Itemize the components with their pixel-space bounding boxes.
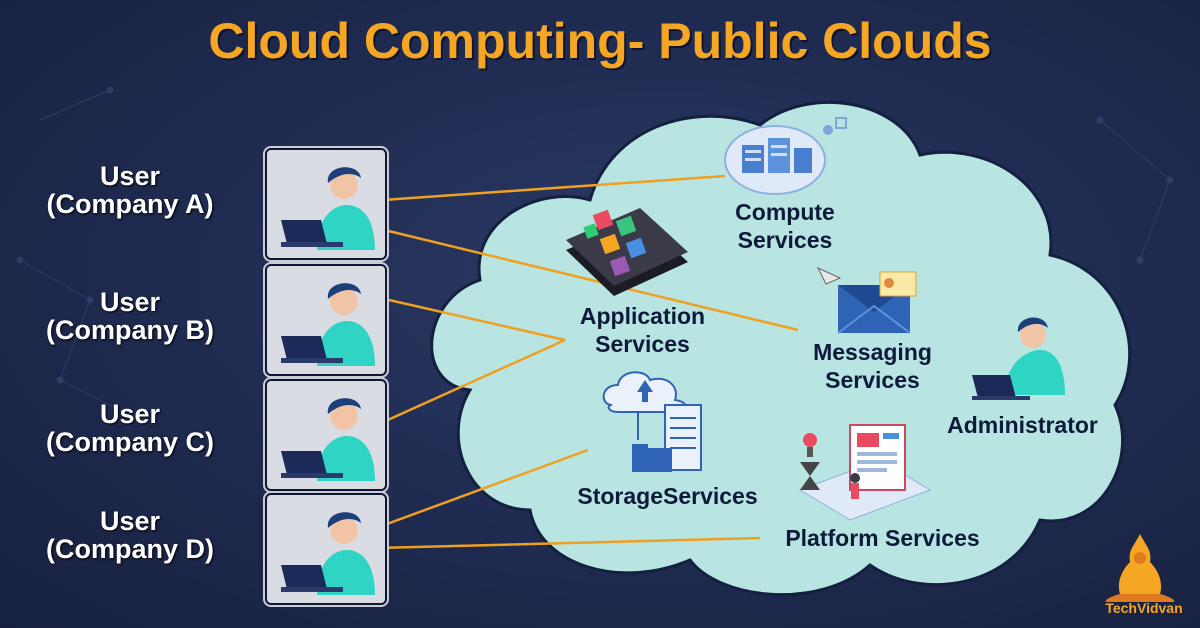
user-card-company-a — [265, 148, 387, 260]
techvidvan-logo-text: TechVidvan — [1105, 600, 1183, 616]
user-label-company-d: User(Company D) — [46, 506, 214, 564]
user-laptop-icon — [281, 398, 375, 481]
user-card-company-d — [265, 493, 387, 605]
user-label-company-c: User(Company C) — [46, 399, 214, 457]
connector-b-application — [366, 293, 566, 342]
user-label-company-a: User(Company A) — [46, 161, 214, 219]
connector-a-messaging — [375, 226, 799, 332]
user-card-company-b — [265, 264, 387, 376]
platform-icon — [798, 424, 932, 521]
envelope-icon — [816, 266, 917, 334]
techvidvan-logo-icon — [1105, 534, 1175, 602]
platform-services-label: Platform Services — [785, 525, 980, 551]
user-laptop-icon — [281, 167, 375, 250]
administrator-label: Administrator — [947, 412, 1098, 438]
user-card-company-c — [265, 379, 387, 491]
administrator-icon — [972, 317, 1065, 400]
user-laptop-icon — [281, 283, 375, 366]
background-network — [16, 86, 1174, 424]
connector-d-storage — [375, 448, 589, 530]
app-phone-icon — [566, 208, 688, 296]
user-label-company-b: User(Company B) — [46, 287, 214, 345]
storage-icon — [602, 371, 702, 472]
compute-icon — [724, 117, 847, 195]
storage-services-label: StorageServices — [577, 483, 758, 509]
connector-c-application — [369, 338, 566, 430]
connector-a-compute — [382, 174, 726, 202]
page-title: Cloud Computing- Public Clouds — [208, 13, 992, 69]
connector-d-platform — [377, 536, 761, 550]
connector-lines — [366, 174, 799, 550]
user-laptop-icon — [281, 512, 375, 595]
